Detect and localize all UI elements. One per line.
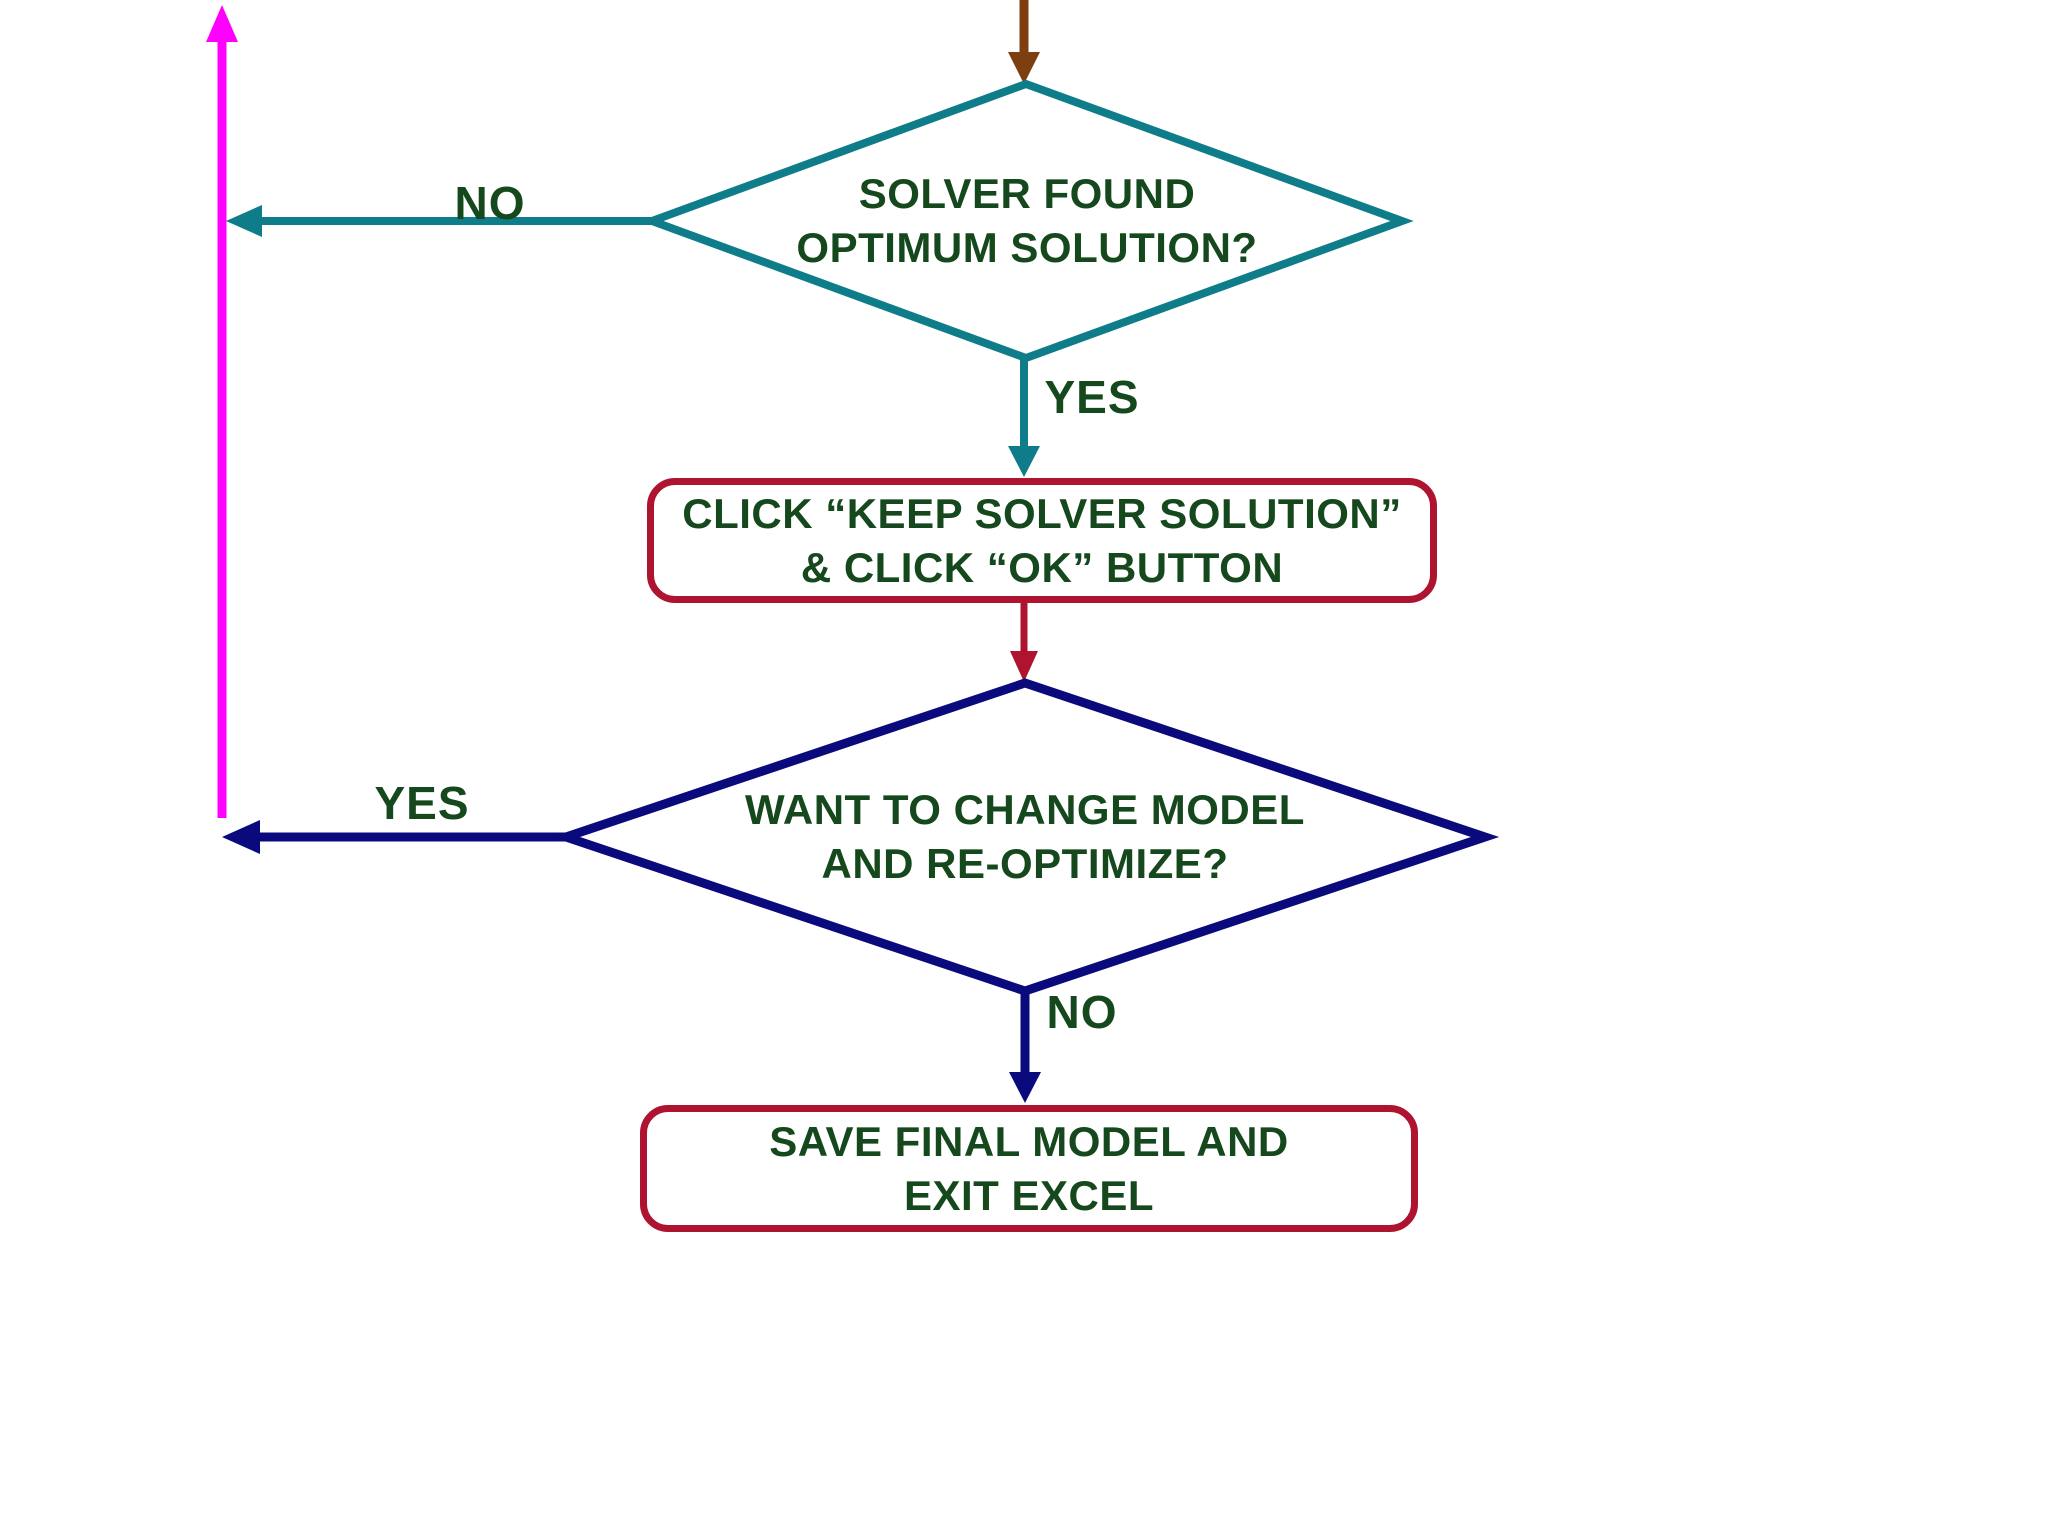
decision-change-model-line2: AND RE-OPTIMIZE? <box>821 840 1229 887</box>
change-yes-arrow <box>222 820 566 854</box>
decision-change-model-text: WANT TO CHANGE MODEL AND RE-OPTIMIZE? <box>675 781 1375 893</box>
decision-solver-line2: OPTIMUM SOLUTION? <box>796 224 1258 271</box>
change-yes-arrowhead-left-icon <box>222 820 260 854</box>
incoming-arrowhead-down-icon <box>1008 52 1040 84</box>
decision-change-model-diamond <box>551 678 1500 996</box>
decision-solver-line1: SOLVER FOUND <box>858 170 1196 217</box>
incoming-arrow <box>1008 0 1040 84</box>
process-keep-solution-line1: CLICK “KEEP SOLVER SOLUTION” <box>682 489 1402 537</box>
change-yes-label: YES <box>374 777 470 829</box>
process-save-exit-line1: SAVE FINAL MODEL AND <box>769 1117 1289 1165</box>
solver-no-arrow <box>226 205 652 237</box>
change-no-label: NO <box>1046 986 1118 1038</box>
keep-solution-to-decision-arrow <box>1010 601 1038 682</box>
process-keep-solution-box: CLICK “KEEP SOLVER SOLUTION” & CLICK “OK… <box>647 478 1437 603</box>
solver-no-label: NO <box>454 177 526 229</box>
change-no-arrowhead-down-icon <box>1009 1072 1041 1103</box>
solver-yes-arrowhead-down-icon <box>1008 446 1040 477</box>
decision-change-model-line1: WANT TO CHANGE MODEL <box>745 786 1305 833</box>
process-save-exit-line2: EXIT EXCEL <box>903 1171 1155 1219</box>
process-keep-solution-line2: & CLICK “OK” BUTTON <box>800 543 1284 591</box>
solver-yes-label: YES <box>1044 371 1140 423</box>
feedback-arrow-up <box>206 5 238 818</box>
solver-yes-arrow <box>1008 358 1040 477</box>
decision-solver-diamond <box>640 79 1414 363</box>
process-save-exit-box: SAVE FINAL MODEL AND EXIT EXCEL <box>640 1105 1418 1232</box>
solver-no-arrowhead-left-icon <box>226 205 262 237</box>
decision-solver-text: SOLVER FOUND OPTIMUM SOLUTION? <box>677 166 1377 276</box>
keep-solution-arrowhead-down-icon <box>1010 651 1038 682</box>
change-no-arrow <box>1009 990 1041 1103</box>
feedback-arrowhead-up-icon <box>206 5 238 42</box>
